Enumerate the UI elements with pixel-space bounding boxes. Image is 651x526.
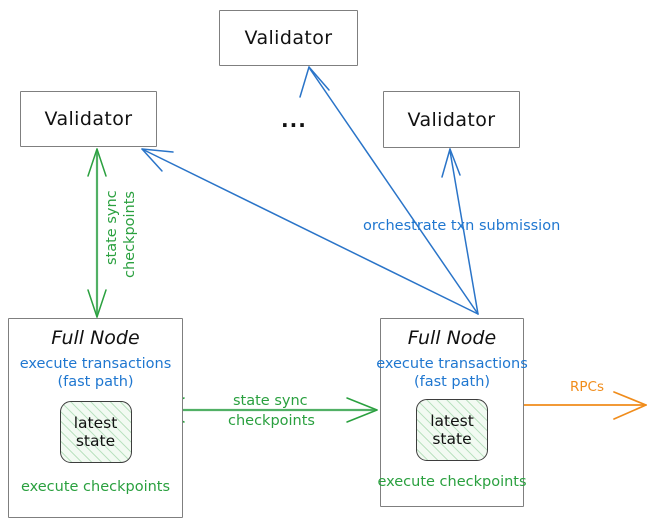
validator-left-box[interactable]: Validator [20, 91, 157, 147]
full-node-left-title: Full Node [51, 327, 140, 349]
full-node-left-state-line1: latest [73, 413, 118, 432]
edge-rpcs-out [523, 391, 647, 420]
full-node-left-latest-state: latest state [59, 401, 132, 464]
orchestrate-txn-submission-label: orchestrate txn submission [363, 218, 561, 234]
full-node-right-state-line2: state [432, 430, 472, 449]
full-node-right-exec-transactions: execute transactions (fast path) [372, 355, 532, 391]
full-node-right-state-line1: latest [430, 411, 474, 430]
full-node-right-execute-checkpoints: execute checkpoints [377, 474, 527, 491]
full-node-left-execute-checkpoints: execute checkpoints [20, 479, 171, 496]
full-node-right-latest-state: latest state [416, 399, 488, 462]
validator-right-box[interactable]: Validator [383, 91, 520, 148]
validator-left-label: Validator [44, 108, 133, 130]
full-node-right-box[interactable]: Full Node execute transactions (fast pat… [376, 318, 528, 507]
full-node-left-box[interactable]: Full Node execute transactions (fast pat… [8, 318, 183, 518]
validator-sync-label-checkpoints: checkpoints [122, 191, 138, 278]
fullnode-sync-label-state-sync: state sync [233, 393, 308, 409]
validators-ellipsis: ... [281, 108, 307, 132]
validator-top-box[interactable]: Validator [219, 10, 358, 66]
full-node-right-exec-line2: (fast path) [413, 374, 491, 391]
full-node-left-state-line2: state [75, 432, 116, 451]
full-node-left-exec-transactions: execute transactions (fast path) [9, 355, 182, 391]
full-node-right-exec-line1: execute transactions [376, 356, 528, 372]
rpcs-label: RPCs [570, 379, 604, 395]
full-node-right-title: Full Node [407, 327, 497, 349]
validator-sync-label-state-sync: state sync [104, 190, 120, 265]
full-node-left-exec-line1: execute transactions [19, 356, 172, 372]
fullnode-sync-label-checkpoints: checkpoints [228, 413, 315, 429]
full-node-left-exec-line2: (fast path) [57, 374, 134, 391]
validator-top-label: Validator [244, 27, 333, 49]
validator-right-label: Validator [407, 108, 496, 131]
